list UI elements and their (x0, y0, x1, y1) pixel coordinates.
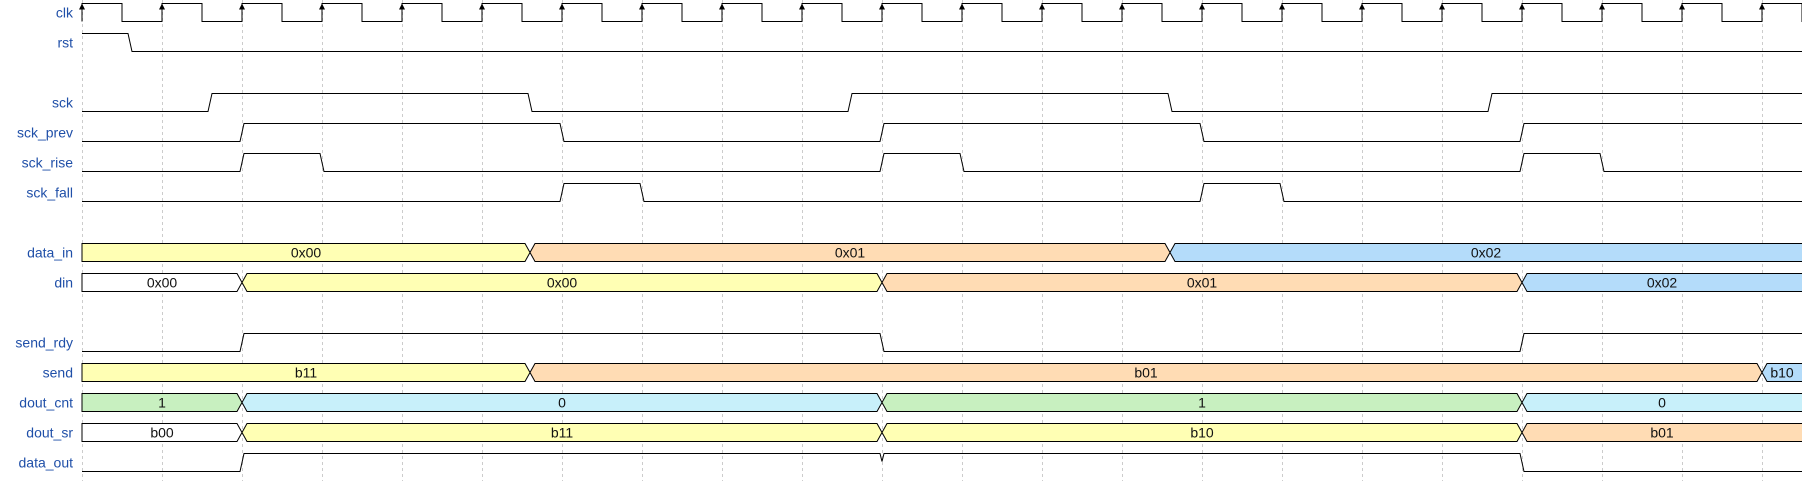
signal-dout_sr: b00 b11 b10 b01 (81, 423, 1802, 442)
bus-segment (1169, 243, 1802, 262)
clock-trace (81, 3, 1802, 22)
bus-segment (1521, 423, 1802, 442)
bus-value: b01 (1134, 365, 1158, 381)
digital-trace (82, 183, 1802, 202)
bus-value: 0x01 (1187, 275, 1218, 291)
bus-value: b10 (1770, 365, 1794, 381)
clock-edge-arrow (879, 3, 885, 10)
clock-edge-arrow (1679, 3, 1685, 10)
bus-value: 0x00 (291, 245, 322, 261)
signal-label-sck_fall: sck_fall (26, 185, 73, 201)
bus-segment (81, 273, 243, 292)
clock-edge-arrow (79, 3, 85, 10)
bus-segment (1521, 273, 1802, 292)
signal-label-data_out: data_out (19, 455, 74, 471)
clock-edge-arrow (239, 3, 245, 10)
signal-label-sck: sck (52, 95, 74, 111)
signal-label-clk: clk (56, 5, 74, 21)
clock-edge-arrow (1519, 3, 1525, 10)
digital-trace (82, 333, 1802, 352)
clock-edge-arrow (719, 3, 725, 10)
clock-edge-arrow (959, 3, 965, 10)
signal-sck_prev (82, 123, 1802, 142)
bus-segment (81, 393, 243, 412)
signal-label-sck_rise: sck_rise (22, 155, 74, 171)
signal-label-sck_prev: sck_prev (17, 125, 73, 141)
signal-sck (82, 93, 1802, 112)
bus-value: 1 (158, 395, 166, 411)
signal-sck_rise (82, 153, 1802, 172)
clock-edge-arrow (1279, 3, 1285, 10)
signal-rst (82, 33, 1802, 52)
signal-din: 0x00 0x00 0x01 0x02 (81, 273, 1802, 292)
bus-value: 0x02 (1647, 275, 1678, 291)
digital-trace (82, 123, 1802, 142)
clock-edge-arrow (1359, 3, 1365, 10)
bus-value: b11 (295, 365, 318, 381)
digital-trace (82, 153, 1802, 172)
clock-edge-arrow (639, 3, 645, 10)
bus-value: b11 (551, 425, 574, 441)
clock-edge-arrow (1199, 3, 1205, 10)
clock-edge-arrow (1599, 3, 1605, 10)
signal-label-send_rdy: send_rdy (15, 335, 73, 351)
bus-value: 0x02 (1471, 245, 1502, 261)
signal-label-send: send (43, 365, 73, 381)
signal-dout_cnt: 1 0 1 0 (81, 393, 1802, 412)
bus-segment (81, 243, 531, 262)
signal-data_in: 0x00 0x01 0x02 (81, 243, 1802, 262)
grid-lines (82, 0, 1763, 481)
bus-segment (81, 423, 243, 442)
clock-edge-arrow (479, 3, 485, 10)
bus-value: 0 (558, 395, 566, 411)
signal-clk (79, 3, 1802, 22)
signal-label-data_in: data_in (27, 245, 73, 261)
digital-trace (82, 33, 1802, 52)
bus-segment (81, 363, 531, 382)
digital-trace (82, 93, 1802, 112)
signal-label-dout_cnt: dout_cnt (19, 395, 73, 411)
signal-sck_fall (82, 183, 1802, 202)
clock-edge-arrow (559, 3, 565, 10)
digital-trace (82, 453, 1802, 472)
signal-labels: clk rst sck sck_prev sck_rise sck_fall data_in… (15, 5, 74, 471)
clock-edge-arrow (799, 3, 805, 10)
signal-label-rst: rst (57, 35, 73, 51)
clock-edge-arrow (1039, 3, 1045, 10)
clock-edge-arrow (1119, 3, 1125, 10)
bus-value: 1 (1198, 395, 1206, 411)
clock-edge-arrow (319, 3, 325, 10)
signal-send_rdy (82, 333, 1802, 352)
bus-value: 0x01 (835, 245, 866, 261)
signal-send: b11 b01 b10 (81, 363, 1802, 382)
bus-value: 0x00 (147, 275, 178, 291)
signal-data_out (82, 453, 1802, 472)
clock-edge-arrow (159, 3, 165, 10)
signal-label-din: din (54, 275, 73, 291)
clock-edge-arrow (399, 3, 405, 10)
bus-value: b10 (1190, 425, 1214, 441)
bus-value: b01 (1650, 425, 1674, 441)
signal-label-dout_sr: dout_sr (26, 425, 73, 441)
bus-segment (1521, 393, 1802, 412)
clock-edge-arrow (1759, 3, 1765, 10)
bus-value: 0x00 (547, 275, 578, 291)
bus-value: 0 (1658, 395, 1666, 411)
clock-edge-arrow (1439, 3, 1445, 10)
bus-segment (1761, 363, 1802, 382)
bus-value: b00 (150, 425, 174, 441)
